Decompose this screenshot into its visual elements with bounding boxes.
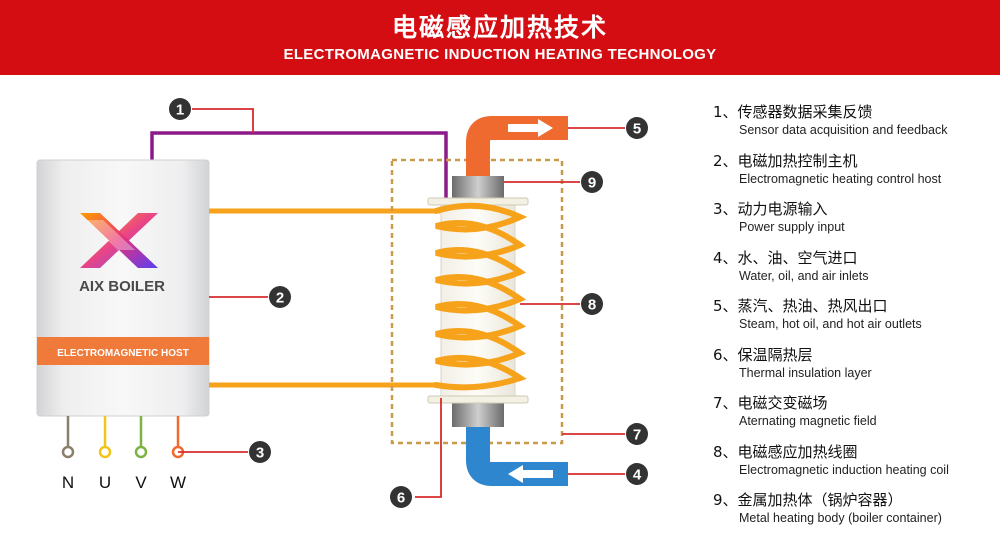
svg-text:2: 2 (276, 290, 284, 307)
legend-item-cn: 4、水、油、空气进口 (713, 248, 858, 267)
host-device: AIX BOILER ELECTROMAGNETIC HOST (36, 159, 210, 417)
legend-item-4: 4、水、油、空气进口 Water, oil, and air inlets (713, 248, 998, 297)
legend-item-en: Metal heating body (boiler container) (739, 511, 942, 525)
svg-text:6: 6 (397, 490, 405, 507)
legend-item-en: Thermal insulation layer (739, 365, 872, 380)
outlet-arrow-icon (508, 119, 553, 137)
page-subtitle: ELECTROMAGNETIC INDUCTION HEATING TECHNO… (283, 46, 717, 63)
legend-item-1: 1、传感器数据采集反馈 Sensor data acquisition and … (713, 102, 998, 151)
legend-item-en: Power supply input (739, 220, 845, 234)
brand-logo: AIX BOILER (79, 213, 165, 295)
callout-badge-6: 6 (390, 486, 412, 508)
insulation-flange-bottom (427, 395, 529, 404)
legend-item-cn: 8、电磁感应加热线圈 (713, 442, 858, 461)
legend-item-en: Electromagnetic induction heating coil (739, 462, 949, 477)
callout-badge-1: 1 (169, 98, 191, 120)
legend-item-en: Water, oil, and air inlets (739, 268, 869, 283)
legend-list: 1、传感器数据采集反馈 Sensor data acquisition and … (713, 102, 998, 539)
callout-badge-9: 9 (581, 171, 603, 193)
legend-item-cn: 9、金属加热体（锅炉容器） (713, 491, 903, 509)
terminal-n: N (62, 473, 74, 492)
inlet-pipe (466, 420, 568, 486)
legend-item-cn: 3、动力电源输入 (713, 200, 828, 218)
metal-body-bottom (452, 400, 504, 427)
host-band-label: ELECTROMAGNETIC HOST (57, 348, 189, 359)
svg-text:8: 8 (588, 297, 596, 314)
svg-text:1: 1 (176, 102, 184, 119)
svg-text:3: 3 (256, 445, 264, 462)
legend-item-3: 3、动力电源输入 Power supply input (713, 199, 998, 248)
svg-text:7: 7 (633, 427, 641, 444)
callout-badge-7: 7 (626, 423, 648, 445)
legend-item-8: 8、电磁感应加热线圈 Electromagnetic induction hea… (713, 442, 998, 491)
callout-badge-3: 3 (249, 441, 271, 463)
legend-item-7: 7、电磁交变磁场 Aternating magnetic field (713, 393, 998, 442)
terminal-w: W (170, 473, 186, 492)
legend-item-cn: 1、传感器数据采集反馈 (713, 103, 873, 121)
legend-item-9: 9、金属加热体（锅炉容器） Metal heating body (boiler… (713, 490, 998, 539)
inlet-arrow-icon (508, 465, 553, 483)
legend-item-en: Aternating magnetic field (739, 414, 877, 428)
legend-item-5: 5、蒸汽、热油、热风出口 Steam, hot oil, and hot air… (713, 296, 998, 345)
brand-name: AIX BOILER (79, 278, 165, 295)
legend-item-en: Electromagnetic heating control host (739, 171, 942, 186)
svg-text:5: 5 (633, 121, 641, 138)
page-title: 电磁感应加热技术 (391, 13, 608, 42)
legend-item-6: 6、保温隔热层 Thermal insulation layer (713, 345, 998, 394)
legend-item-cn: 2、电磁加热控制主机 (713, 151, 858, 170)
outlet-pipe (466, 116, 568, 186)
header-banner: 电磁感应加热技术 ELECTROMAGNETIC INDUCTION HEATI… (0, 0, 1000, 75)
callout-lines (178, 108, 625, 498)
power-terminals: N U V W (61, 416, 186, 492)
callout-badge-4: 4 (626, 463, 648, 485)
legend-item-cn: 7、电磁交变磁场 (713, 394, 828, 412)
callout-badge-8: 8 (581, 293, 603, 315)
terminal-u: U (99, 473, 111, 492)
legend-item-en: Steam, hot oil, and hot air outlets (739, 317, 922, 331)
legend-item-2: 2、电磁加热控制主机 Electromagnetic heating contr… (713, 151, 998, 200)
host-orange-band (37, 337, 209, 365)
terminal-v: V (135, 473, 147, 492)
sensor-feedback-line (150, 131, 448, 200)
legend-item-cn: 6、保温隔热层 (713, 345, 813, 364)
svg-text:9: 9 (588, 175, 596, 192)
legend-item-cn: 5、蒸汽、热油、热风出口 (713, 297, 888, 315)
legend-item-en: Sensor data acquisition and feedback (739, 123, 948, 137)
callout-badge-2: 2 (269, 286, 291, 308)
induction-coil (433, 202, 528, 391)
callout-badge-5: 5 (626, 117, 648, 139)
induction-diagram: AIX BOILER ELECTROMAGNETIC HOST N U V W (36, 98, 648, 508)
svg-text:4: 4 (633, 467, 642, 484)
